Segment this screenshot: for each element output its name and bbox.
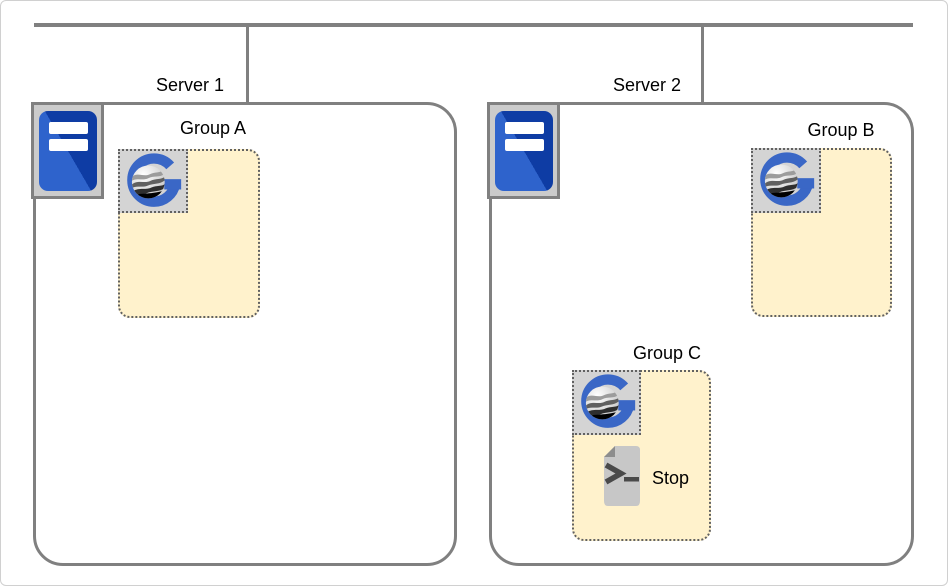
g-logo-icon [120, 151, 186, 212]
server-icon [31, 102, 104, 199]
group-c-app-tray [572, 370, 641, 435]
group-b-app-tray [751, 148, 821, 213]
server2-drop-line [701, 27, 704, 104]
network-bus-line [34, 23, 913, 27]
g-logo-icon [574, 372, 640, 433]
group-c-label: Group C [632, 343, 702, 363]
group-b-label: Group B [807, 120, 875, 140]
script-icon [603, 445, 641, 507]
group-a-zone [118, 149, 260, 318]
server1-label: Server 1 [155, 75, 225, 95]
g-logo-icon [753, 150, 819, 211]
server1-drop-line [246, 27, 249, 104]
script-stop-label: Stop [652, 468, 690, 488]
group-a-app-tray [118, 149, 188, 213]
server2-label: Server 2 [612, 75, 682, 95]
group-a-label: Group A [179, 118, 247, 138]
server-icon [487, 102, 560, 199]
